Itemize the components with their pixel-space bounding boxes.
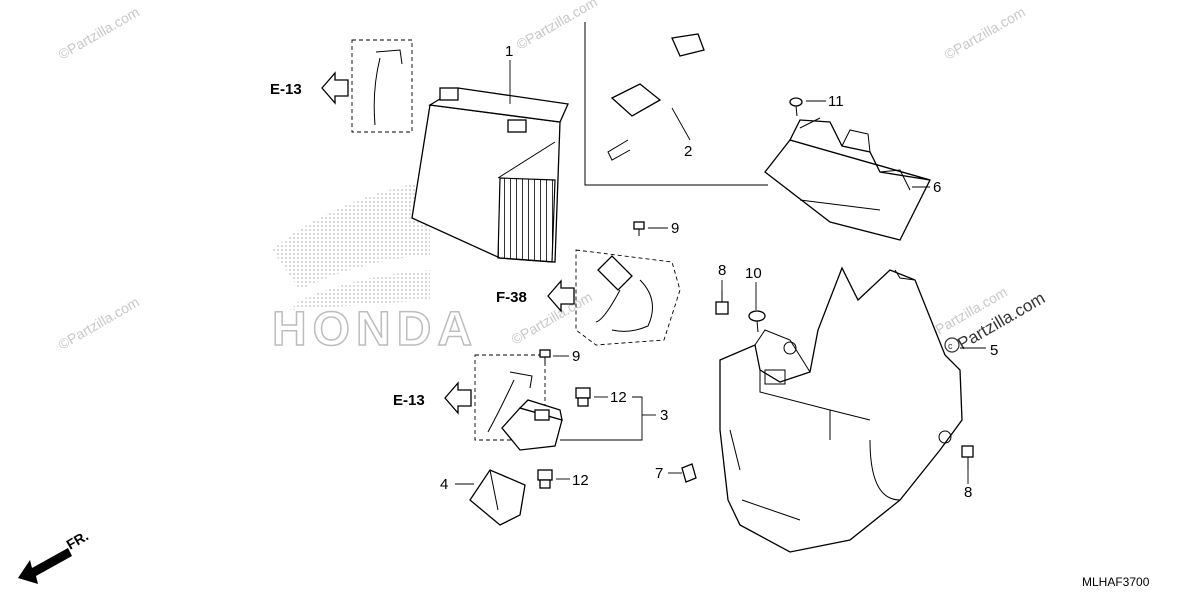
cable-section-frame [584, 22, 768, 186]
clip-7 [681, 463, 697, 483]
watermark-1: ©Partzilla.com [56, 4, 142, 63]
ref-e13-bottom: E-13 [393, 392, 425, 409]
watermark-3: ©Partzilla.com [942, 4, 1028, 63]
fuse-area-dashed-box [575, 249, 681, 346]
relay-strap [487, 371, 533, 433]
battery [411, 87, 569, 263]
bolt-8-upper [715, 290, 729, 315]
leader-2 [671, 107, 691, 141]
honda-logo-text: HONDA [272, 303, 478, 356]
relay-bracket [469, 469, 526, 526]
watermark-4: ©Partzilla.com [56, 294, 142, 353]
svg-text:c: c [948, 341, 953, 351]
drawing-code: MLHAF3700 [1082, 575, 1150, 589]
screw-9-lower [539, 349, 551, 364]
harness-connector [595, 255, 653, 332]
watermark-2: ©Partzilla.com [514, 0, 600, 53]
relay-dashed-box [474, 354, 546, 441]
callout-2: 2 [684, 143, 692, 160]
screw-11 [789, 97, 803, 117]
fuse-12-upper [575, 387, 591, 407]
battery-cover [764, 117, 931, 241]
ref-f38: F-38 [496, 289, 527, 306]
strap-wire [373, 49, 403, 126]
callout-9-upper: 9 [671, 220, 679, 237]
group-bracket-3 [560, 396, 643, 441]
callout-8-upper: 8 [718, 262, 726, 279]
callout-12-upper: 12 [610, 389, 627, 406]
callout-4: 4 [440, 476, 448, 493]
fuse-12-lower [537, 469, 553, 489]
callout-12-lower: 12 [572, 472, 589, 489]
callout-5: 5 [990, 342, 998, 359]
battery-cable [607, 33, 705, 161]
ref-arrow-e13-top: E-13 [270, 71, 349, 105]
callout-11: 11 [828, 93, 844, 110]
callout-3: 3 [660, 407, 668, 424]
ref-arrow-e13-bottom: E-13 [393, 381, 472, 415]
bolt-8-lower [961, 445, 974, 470]
front-direction-arrow: FR. [18, 527, 91, 584]
starter-relay [501, 399, 563, 451]
callout-10: 10 [745, 265, 762, 282]
ref-e13-top: E-13 [270, 81, 302, 98]
battery-case [719, 266, 963, 553]
screw-9-upper [633, 221, 645, 236]
callout-9-lower: 9 [572, 348, 580, 365]
callout-6: 6 [933, 179, 941, 196]
ref-arrow-f38: F-38 [496, 279, 575, 313]
screw-10 [748, 310, 766, 333]
honda-wing-logo: HONDA [271, 180, 478, 357]
strap-dashed-box [351, 39, 413, 133]
callout-7: 7 [655, 465, 663, 482]
callout-8-lower: 8 [964, 484, 972, 501]
callout-1: 1 [505, 43, 513, 60]
